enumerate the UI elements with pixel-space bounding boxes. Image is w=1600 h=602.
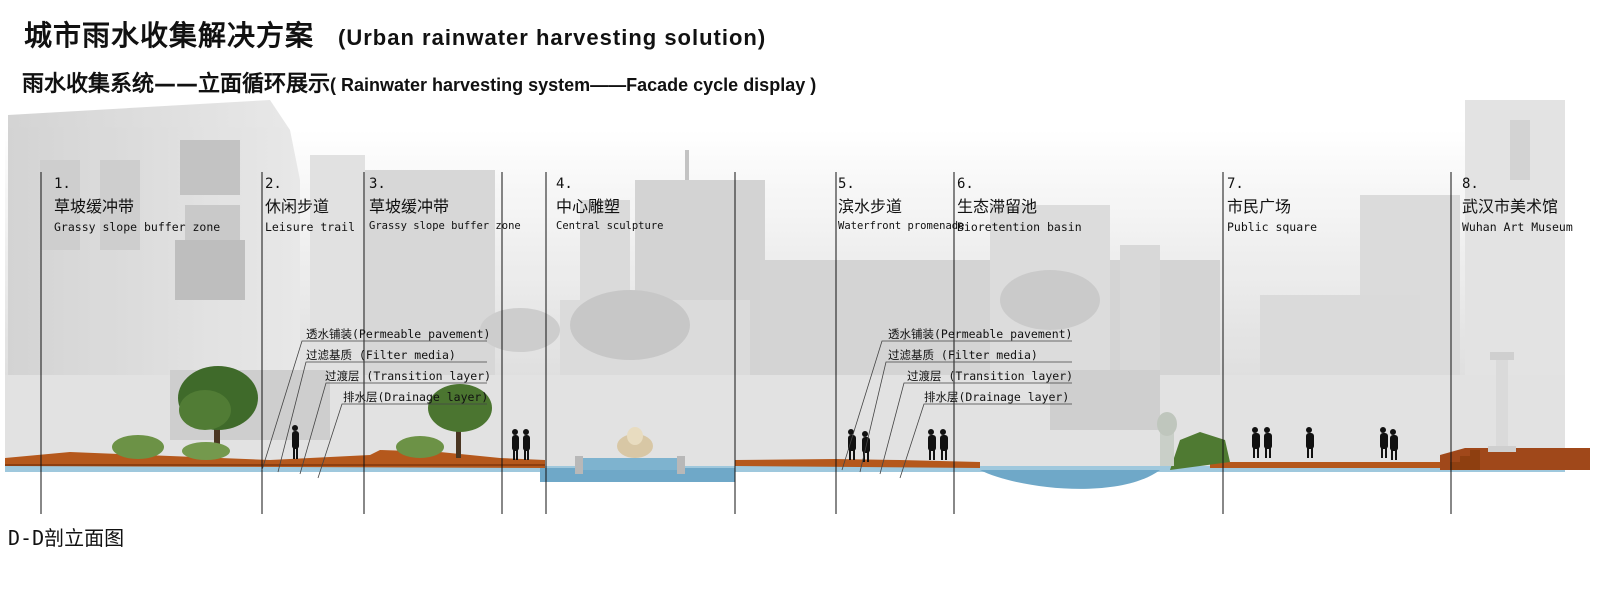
zone-number: 8.: [1462, 176, 1479, 192]
layer-leader-lines-left: [261, 340, 487, 479]
section-caption: D-D剖立面图: [8, 526, 125, 550]
zone-number: 1.: [54, 176, 71, 192]
layer-label-transition-layer-left: 过渡层 (Transition layer): [325, 369, 492, 383]
zone-name-en: Public square: [1227, 220, 1318, 234]
water-layer: [5, 456, 1565, 489]
layer-label-transition-layer-right: 过渡层 (Transition layer): [907, 369, 1074, 383]
zone-name-en: Grassy slope buffer zone: [54, 220, 221, 234]
zone-name-en: Grassy slope buffer zone: [369, 220, 521, 232]
page-subtitle: 雨水收集系统——立面循环展示( Rainwater harvesting sys…: [22, 66, 816, 98]
zone-number: 3.: [369, 176, 386, 192]
zone-name-cn: 休闲步道: [265, 197, 330, 216]
zone-label-bioretention-basin: 6. 生态滞留池 Bioretention basin: [957, 176, 1082, 234]
subtitle-en: ( Rainwater harvesting system——Facade cy…: [330, 75, 817, 95]
layer-label-drainage-layer-left: 排水层(Drainage layer): [343, 390, 489, 404]
zone-name-cn: 草坡缓冲带: [54, 197, 135, 216]
page-title: 城市雨水收集解决方案 (Urban rainwater harvesting so…: [24, 14, 766, 54]
zone-label-central-sculpture: 4. 中心雕塑 Central sculpture: [556, 176, 663, 232]
zone-name-en: Central sculpture: [556, 220, 664, 232]
layer-label-filter-media-right: 过滤基质 (Filter media): [888, 348, 1038, 362]
zone-number: 4.: [556, 176, 573, 192]
zone-number: 7.: [1227, 176, 1244, 192]
sculpture-and-column: [617, 352, 1516, 466]
section-elevation-illustration: [5, 100, 1590, 514]
zone-name-cn: 市民广场: [1227, 197, 1292, 216]
zone-name-cn: 生态滞留池: [957, 197, 1038, 216]
zone-label-wuhan-art-museum: 8. 武汉市美术馆 Wuhan Art Museum: [1462, 176, 1573, 234]
zone-label-public-square: 7. 市民广场 Public square: [1227, 176, 1317, 234]
zone-name-cn: 武汉市美术馆: [1462, 197, 1559, 216]
title-en: (Urban rainwater harvesting solution): [338, 25, 767, 50]
zone-label-leisure-trail: 2. 休闲步道 Leisure trail: [265, 176, 355, 234]
vegetation: [112, 366, 1230, 470]
zone-name-cn: 滨水步道: [838, 197, 903, 216]
title-cn: 城市雨水收集解决方案: [24, 19, 315, 52]
zone-name-en: Waterfront promenade: [838, 220, 965, 232]
zone-divider-lines: [40, 172, 1452, 514]
zone-number: 6.: [957, 176, 974, 192]
layer-label-drainage-layer-right: 排水层(Drainage layer): [924, 390, 1070, 404]
zone-label-grassy-slope-3: 3. 草坡缓冲带 Grassy slope buffer zone: [369, 176, 521, 232]
zone-name-cn: 中心雕塑: [556, 197, 621, 216]
layer-label-permeable-pavement-right: 透水铺装(Permeable pavement): [888, 327, 1073, 341]
layer-leader-lines-right: [841, 340, 1072, 479]
zone-name-en: Leisure trail: [265, 220, 356, 234]
zone-name-en: Bioretention basin: [957, 220, 1082, 234]
zone-label-grassy-slope-1: 1. 草坡缓冲带 Grassy slope buffer zone: [54, 176, 220, 234]
zone-number: 2.: [265, 176, 282, 192]
people-silhouettes: [292, 425, 1398, 462]
layer-label-filter-media-left: 过滤基质 (Filter media): [306, 348, 456, 362]
layer-label-permeable-pavement-left: 透水铺装(Permeable pavement): [306, 327, 491, 341]
zone-name-en: Wuhan Art Museum: [1462, 220, 1573, 234]
zone-number: 5.: [838, 176, 855, 192]
zone-name-cn: 草坡缓冲带: [369, 197, 450, 216]
zone-label-waterfront-promenade: 5. 滨水步道 Waterfront promenade: [838, 176, 964, 232]
subtitle-cn: 雨水收集系统——立面循环展示: [22, 72, 331, 97]
